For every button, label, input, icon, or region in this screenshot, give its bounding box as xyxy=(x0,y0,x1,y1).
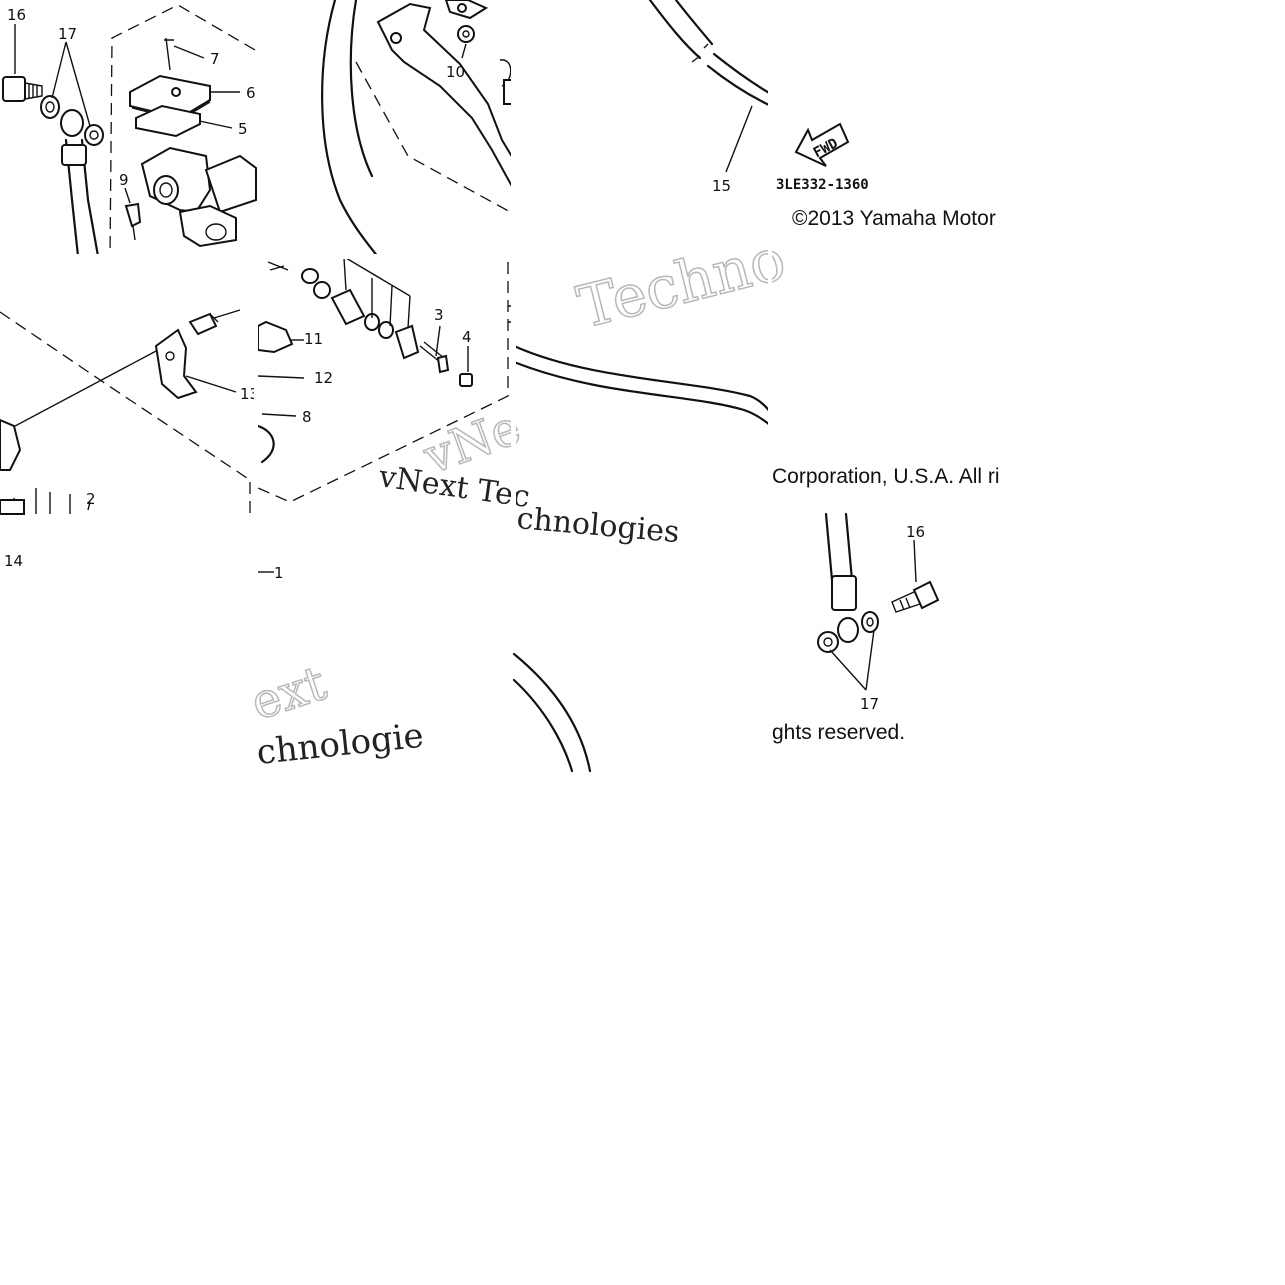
watermark-technologies: chnologies xyxy=(515,501,681,550)
callout-9: 9 xyxy=(119,171,129,189)
callout-4: 4 xyxy=(462,328,472,346)
callout-12: 12 xyxy=(314,369,333,387)
tile-hose-top xyxy=(648,0,773,173)
washer-part xyxy=(861,611,879,633)
callout-6: 6 xyxy=(246,84,256,102)
part-code: 3LE332-1360 xyxy=(776,177,869,193)
piston-kit-part xyxy=(267,261,473,387)
tile-lever xyxy=(321,0,515,259)
tile-copyright: Corporation, U.S.A. All ri xyxy=(772,465,1000,488)
copyright-line-2: Corporation, U.S.A. All ri xyxy=(772,465,1000,488)
callout-numbers: 16 17 7 6 5 9 10 15 3 4 11 12 8 13 2 14 … xyxy=(4,6,925,713)
tile-master-cylinder xyxy=(2,4,257,258)
callout-17: 17 xyxy=(58,25,77,43)
watermark-ext: ext xyxy=(244,655,332,731)
washer-part xyxy=(817,631,839,653)
callout-2: 2 xyxy=(86,490,96,508)
callout-11: 11 xyxy=(304,330,323,348)
tile-caliper-banjo xyxy=(817,512,940,691)
tile-piston-kit xyxy=(256,257,514,503)
callout-1: 1 xyxy=(274,564,284,582)
master-cylinder-body-part xyxy=(140,146,257,248)
callout-16: 16 xyxy=(7,6,26,24)
banjo-eye-part xyxy=(60,109,84,137)
callout-15: 15 xyxy=(712,177,731,195)
copyright-line-3: ghts reserved. xyxy=(772,721,905,744)
washer-part xyxy=(84,124,104,146)
callout-3: 3 xyxy=(434,306,444,324)
tile-holder xyxy=(0,309,251,515)
banjo-bolt-part xyxy=(2,76,43,102)
copyright-line-1: ©2013 Yamaha Motor xyxy=(792,207,996,230)
callout-7: 7 xyxy=(210,50,220,68)
watermark-techno: Techno xyxy=(571,225,792,342)
callout-17-lower: 17 xyxy=(860,695,879,713)
tile-legend: FWD 3LE332-1360 ©2013 Yamaha Motor xyxy=(776,122,996,230)
callout-5: 5 xyxy=(238,120,248,138)
washer-part xyxy=(40,95,60,119)
tile-hose-bottom xyxy=(258,571,592,773)
watermarks: Techno vNext Tec chnologies ext chnologi… xyxy=(244,224,793,773)
callout-10: 10 xyxy=(446,63,465,81)
forward-arrow-icon: FWD xyxy=(794,122,850,167)
diaphragm-part xyxy=(135,104,201,138)
tile-hose-middle xyxy=(512,344,773,428)
callout-16-lower: 16 xyxy=(906,523,925,541)
clamp-part xyxy=(154,328,198,400)
callout-8: 8 xyxy=(302,408,312,426)
callout-14: 14 xyxy=(4,552,23,570)
brake-lever-part xyxy=(376,0,515,191)
banjo-bolt-part xyxy=(891,580,940,613)
